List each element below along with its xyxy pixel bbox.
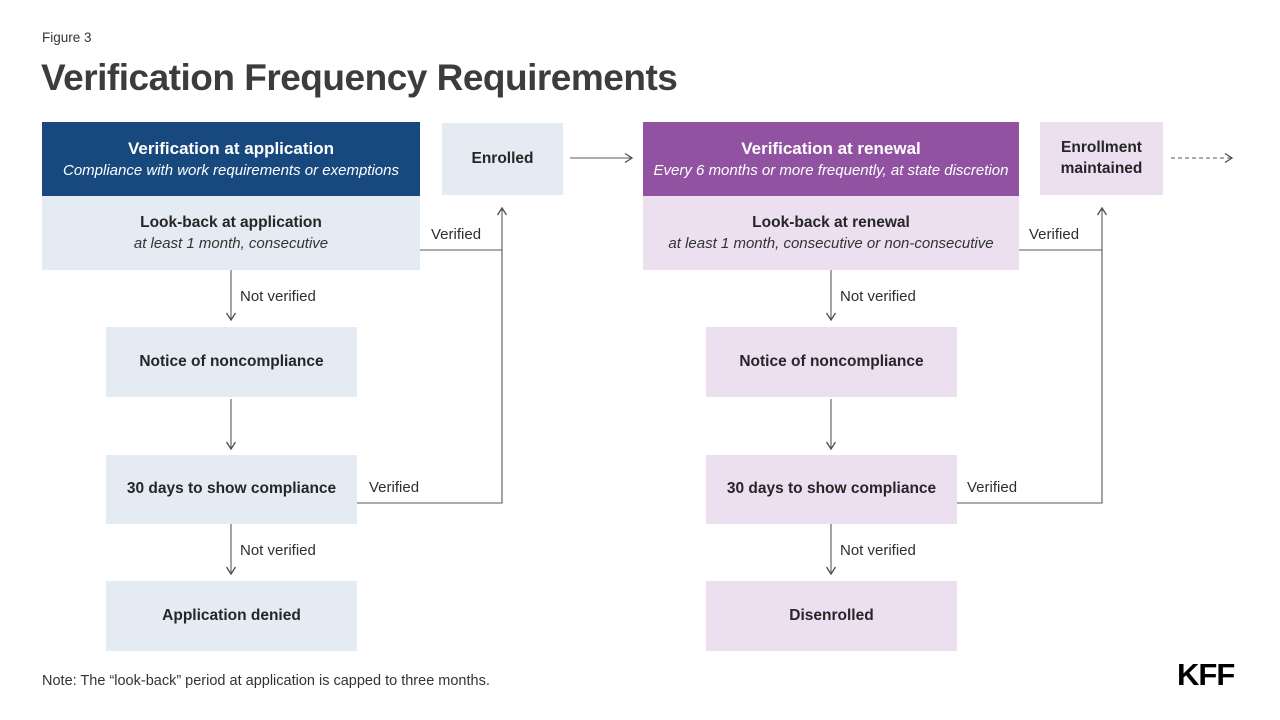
app-not-verified-label-1: Not verified — [240, 288, 316, 305]
renewal-header-title: Verification at renewal — [741, 139, 921, 158]
lookback-at-renewal-box: Look-back at renewal at least 1 month, c… — [643, 196, 1019, 270]
app-not-verified-label-2: Not verified — [240, 542, 316, 559]
kff-logo: KFF — [1177, 657, 1235, 692]
renewal-notice-of-noncompliance-box: Notice of noncompliance — [706, 327, 957, 397]
app-lookback-title: Look-back at application — [140, 214, 322, 231]
footnote: Note: The “look-back” period at applicat… — [42, 673, 490, 689]
renewal-verified-label-top: Verified — [1029, 226, 1080, 243]
renewal-30-days-compliance-box: 30 days to show compliance — [706, 455, 957, 524]
verification-at-application-header-box: Verification at application Compliance w… — [42, 122, 420, 196]
renewal-verified-label-bottom: Verified — [967, 479, 1018, 496]
enrolled-box: Enrolled — [442, 123, 563, 195]
enrollment-maintained-box: Enrollment maintained — [1040, 122, 1163, 195]
renewal-not-verified-label-1: Not verified — [840, 288, 916, 305]
renewal-header-subtitle: Every 6 months or more frequently, at st… — [653, 162, 1009, 179]
app-verified-label-bottom: Verified — [369, 479, 420, 496]
page-title: Verification Frequency Requirements — [41, 57, 678, 98]
figure-number-label: Figure 3 — [42, 30, 92, 45]
app-lookback-subtitle: at least 1 month, consecutive — [133, 235, 329, 252]
app-notice-of-noncompliance-box: Notice of noncompliance — [106, 327, 357, 397]
lookback-at-application-box: Look-back at application at least 1 mont… — [42, 196, 420, 270]
disenrolled-box: Disenrolled — [706, 581, 957, 651]
renewal-lookback-subtitle: at least 1 month, consecutive or non-con… — [668, 235, 994, 252]
application-denied-box: Application denied — [106, 581, 357, 651]
app-verified-label-top: Verified — [431, 226, 482, 243]
app-header-title: Verification at application — [128, 139, 334, 158]
verification-at-renewal-header-box: Verification at renewal Every 6 months o… — [643, 122, 1019, 196]
app-30-days-compliance-box: 30 days to show compliance — [106, 455, 357, 524]
renewal-lookback-title: Look-back at renewal — [752, 214, 910, 231]
renewal-not-verified-label-2: Not verified — [840, 542, 916, 559]
app-header-subtitle: Compliance with work requirements or exe… — [63, 162, 399, 179]
